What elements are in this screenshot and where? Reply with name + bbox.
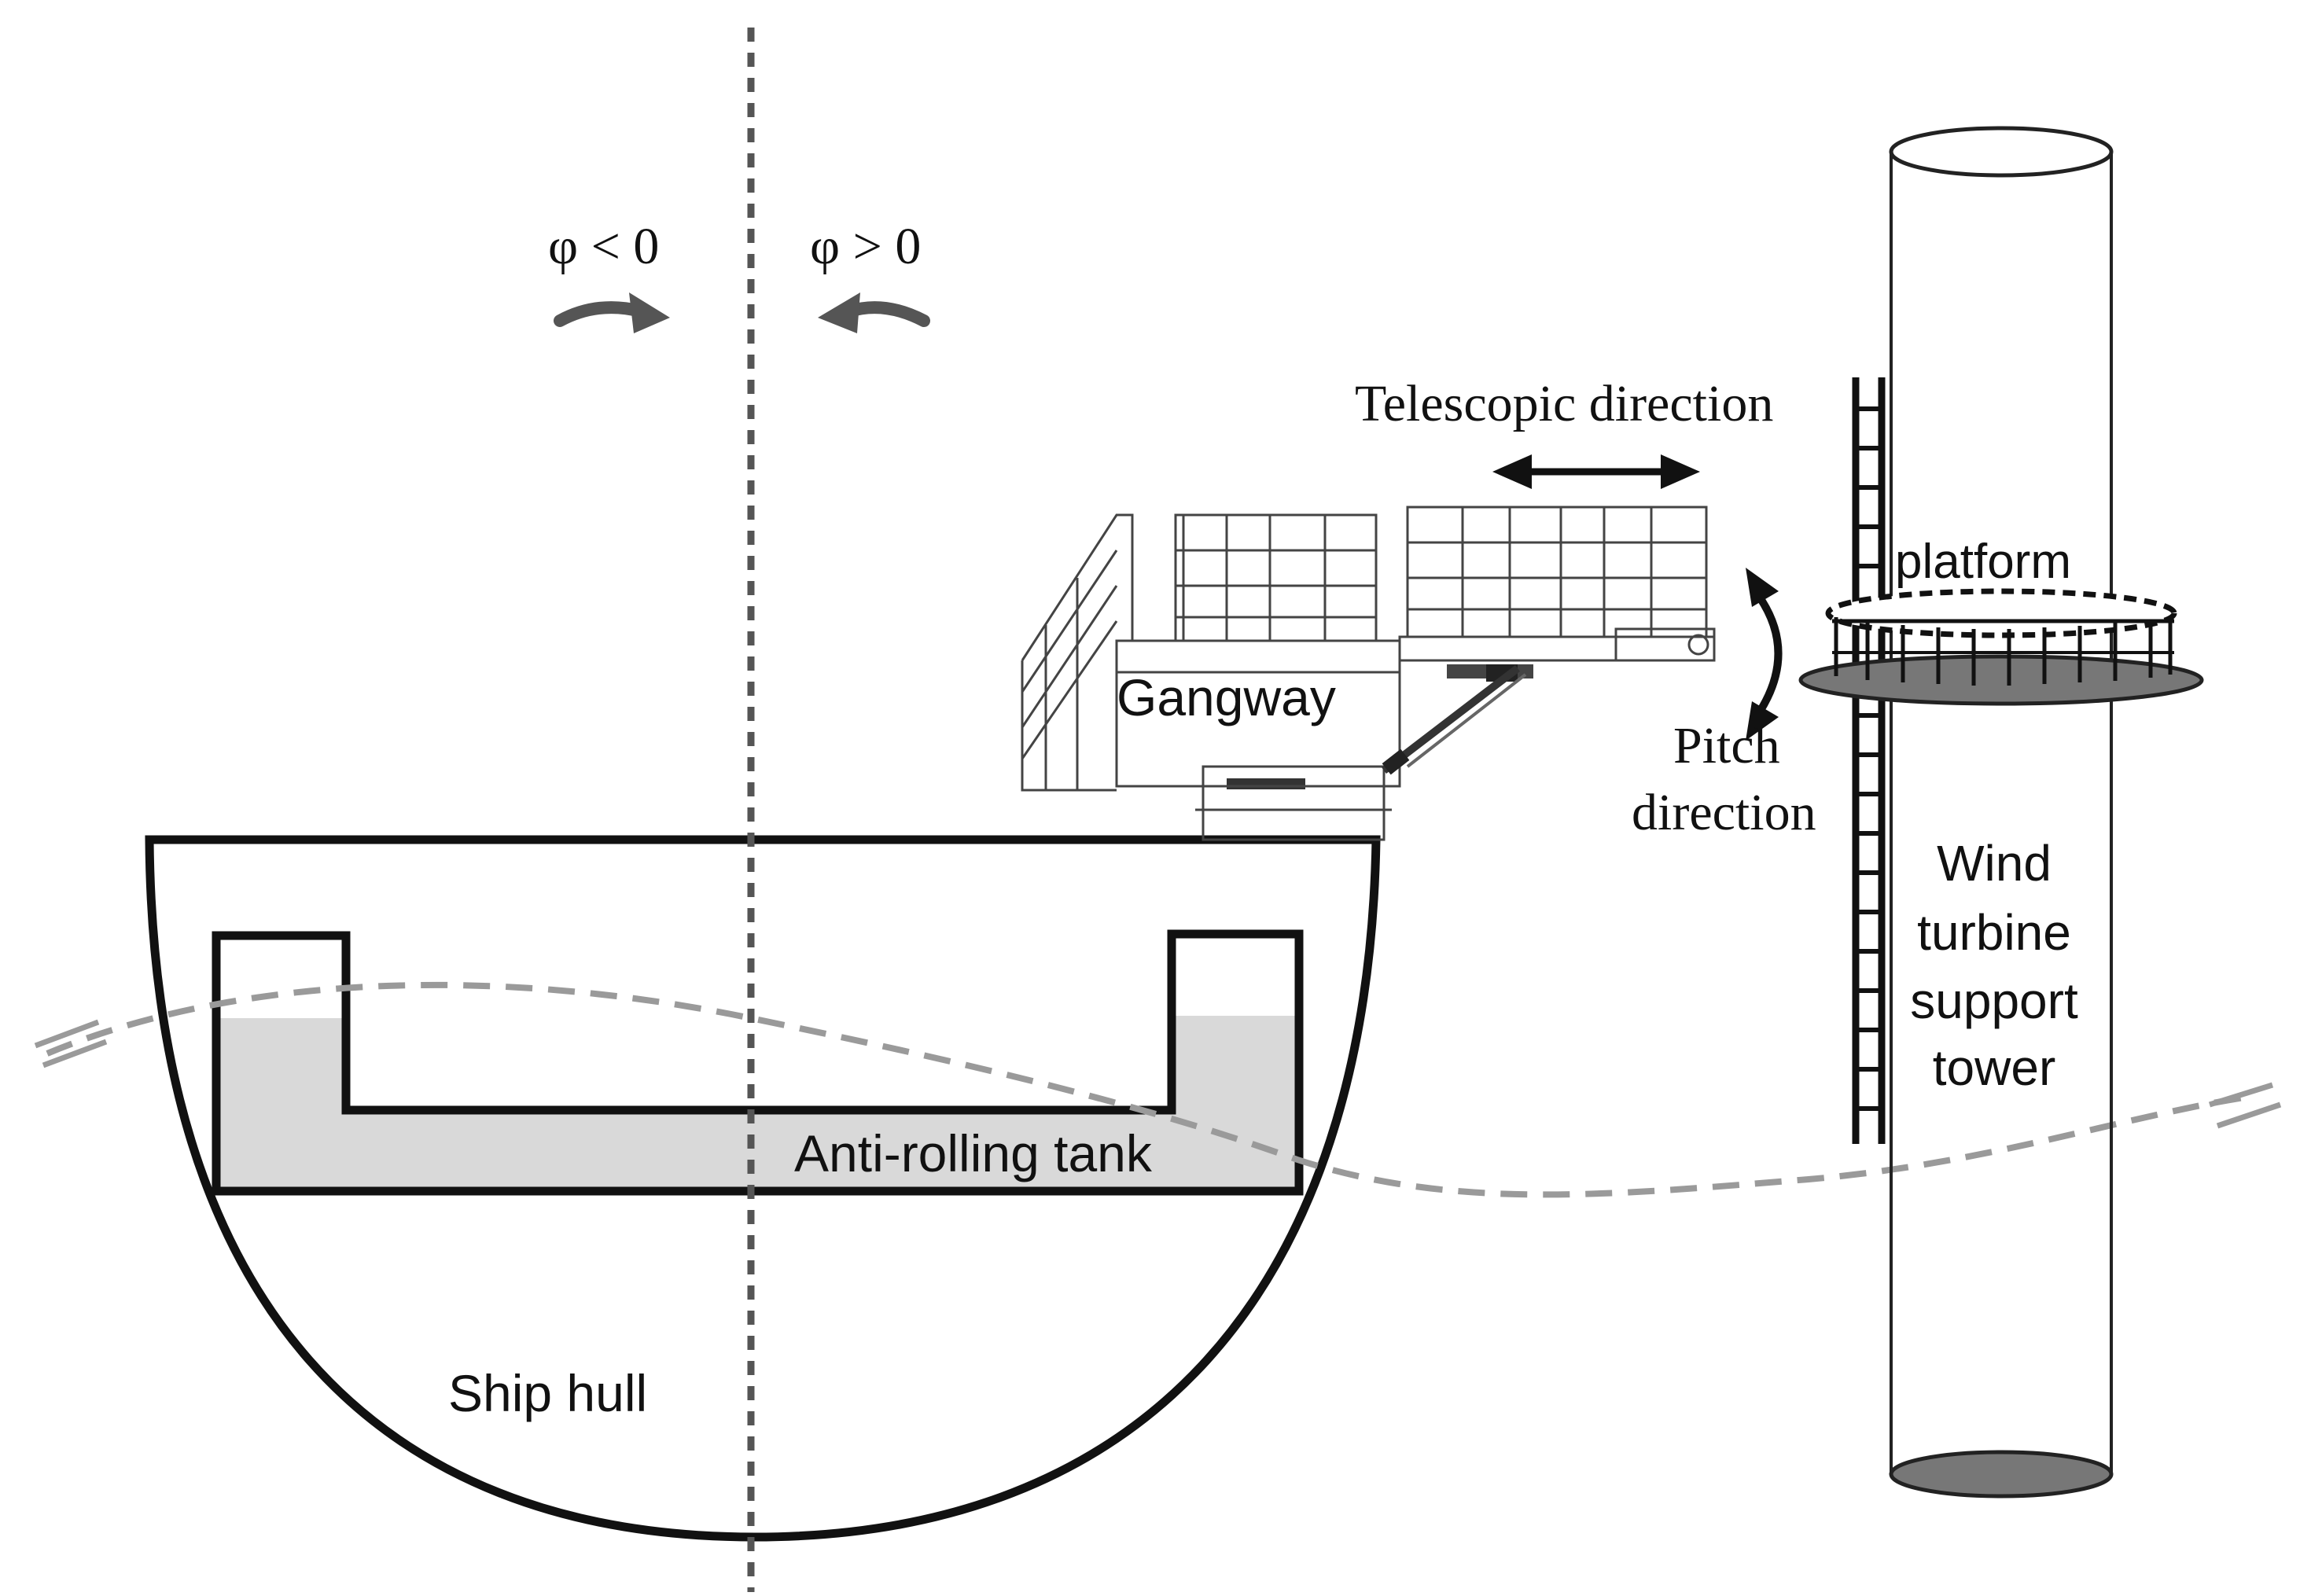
anti-rolling-tank — [212, 929, 1304, 1196]
gangway — [1021, 506, 1716, 841]
platform — [1798, 588, 2204, 706]
pitch-direction-arrow — [1746, 568, 1783, 741]
telescopic-direction-arrow — [1492, 454, 1700, 489]
tower-label-line3: support — [1910, 973, 2078, 1029]
roll-positive-arrow — [818, 292, 930, 333]
roll-negative-arrow — [554, 292, 670, 333]
wind-turbine-tower — [1889, 126, 2114, 1499]
tower-label-line4: tower — [1933, 1039, 2056, 1096]
gangway-label: Gangway — [1117, 668, 1336, 726]
sea-surface — [34, 981, 2282, 1198]
telescopic-direction-label: Telescopic direction — [1355, 375, 1773, 432]
roll-negative-label: φ < 0 — [548, 218, 659, 275]
platform-label: platform — [1895, 535, 2071, 589]
pitch-direction-label-line2: direction — [1632, 784, 1816, 841]
tank-outline — [212, 929, 1304, 1196]
tank-label: Anti-rolling tank — [794, 1124, 1153, 1182]
tower-label-line1: Wind — [1937, 835, 2052, 892]
ladder — [1852, 377, 1886, 1144]
tank-water — [216, 1016, 1299, 1191]
ship-hull — [145, 835, 1381, 1542]
roll-positive-label: φ > 0 — [810, 218, 921, 275]
pitch-direction-label-line1: Pitch — [1673, 717, 1780, 774]
tower-base — [1889, 1450, 2114, 1499]
hull-label: Ship hull — [448, 1364, 647, 1422]
tower-label-line2: turbine — [1917, 904, 2071, 961]
